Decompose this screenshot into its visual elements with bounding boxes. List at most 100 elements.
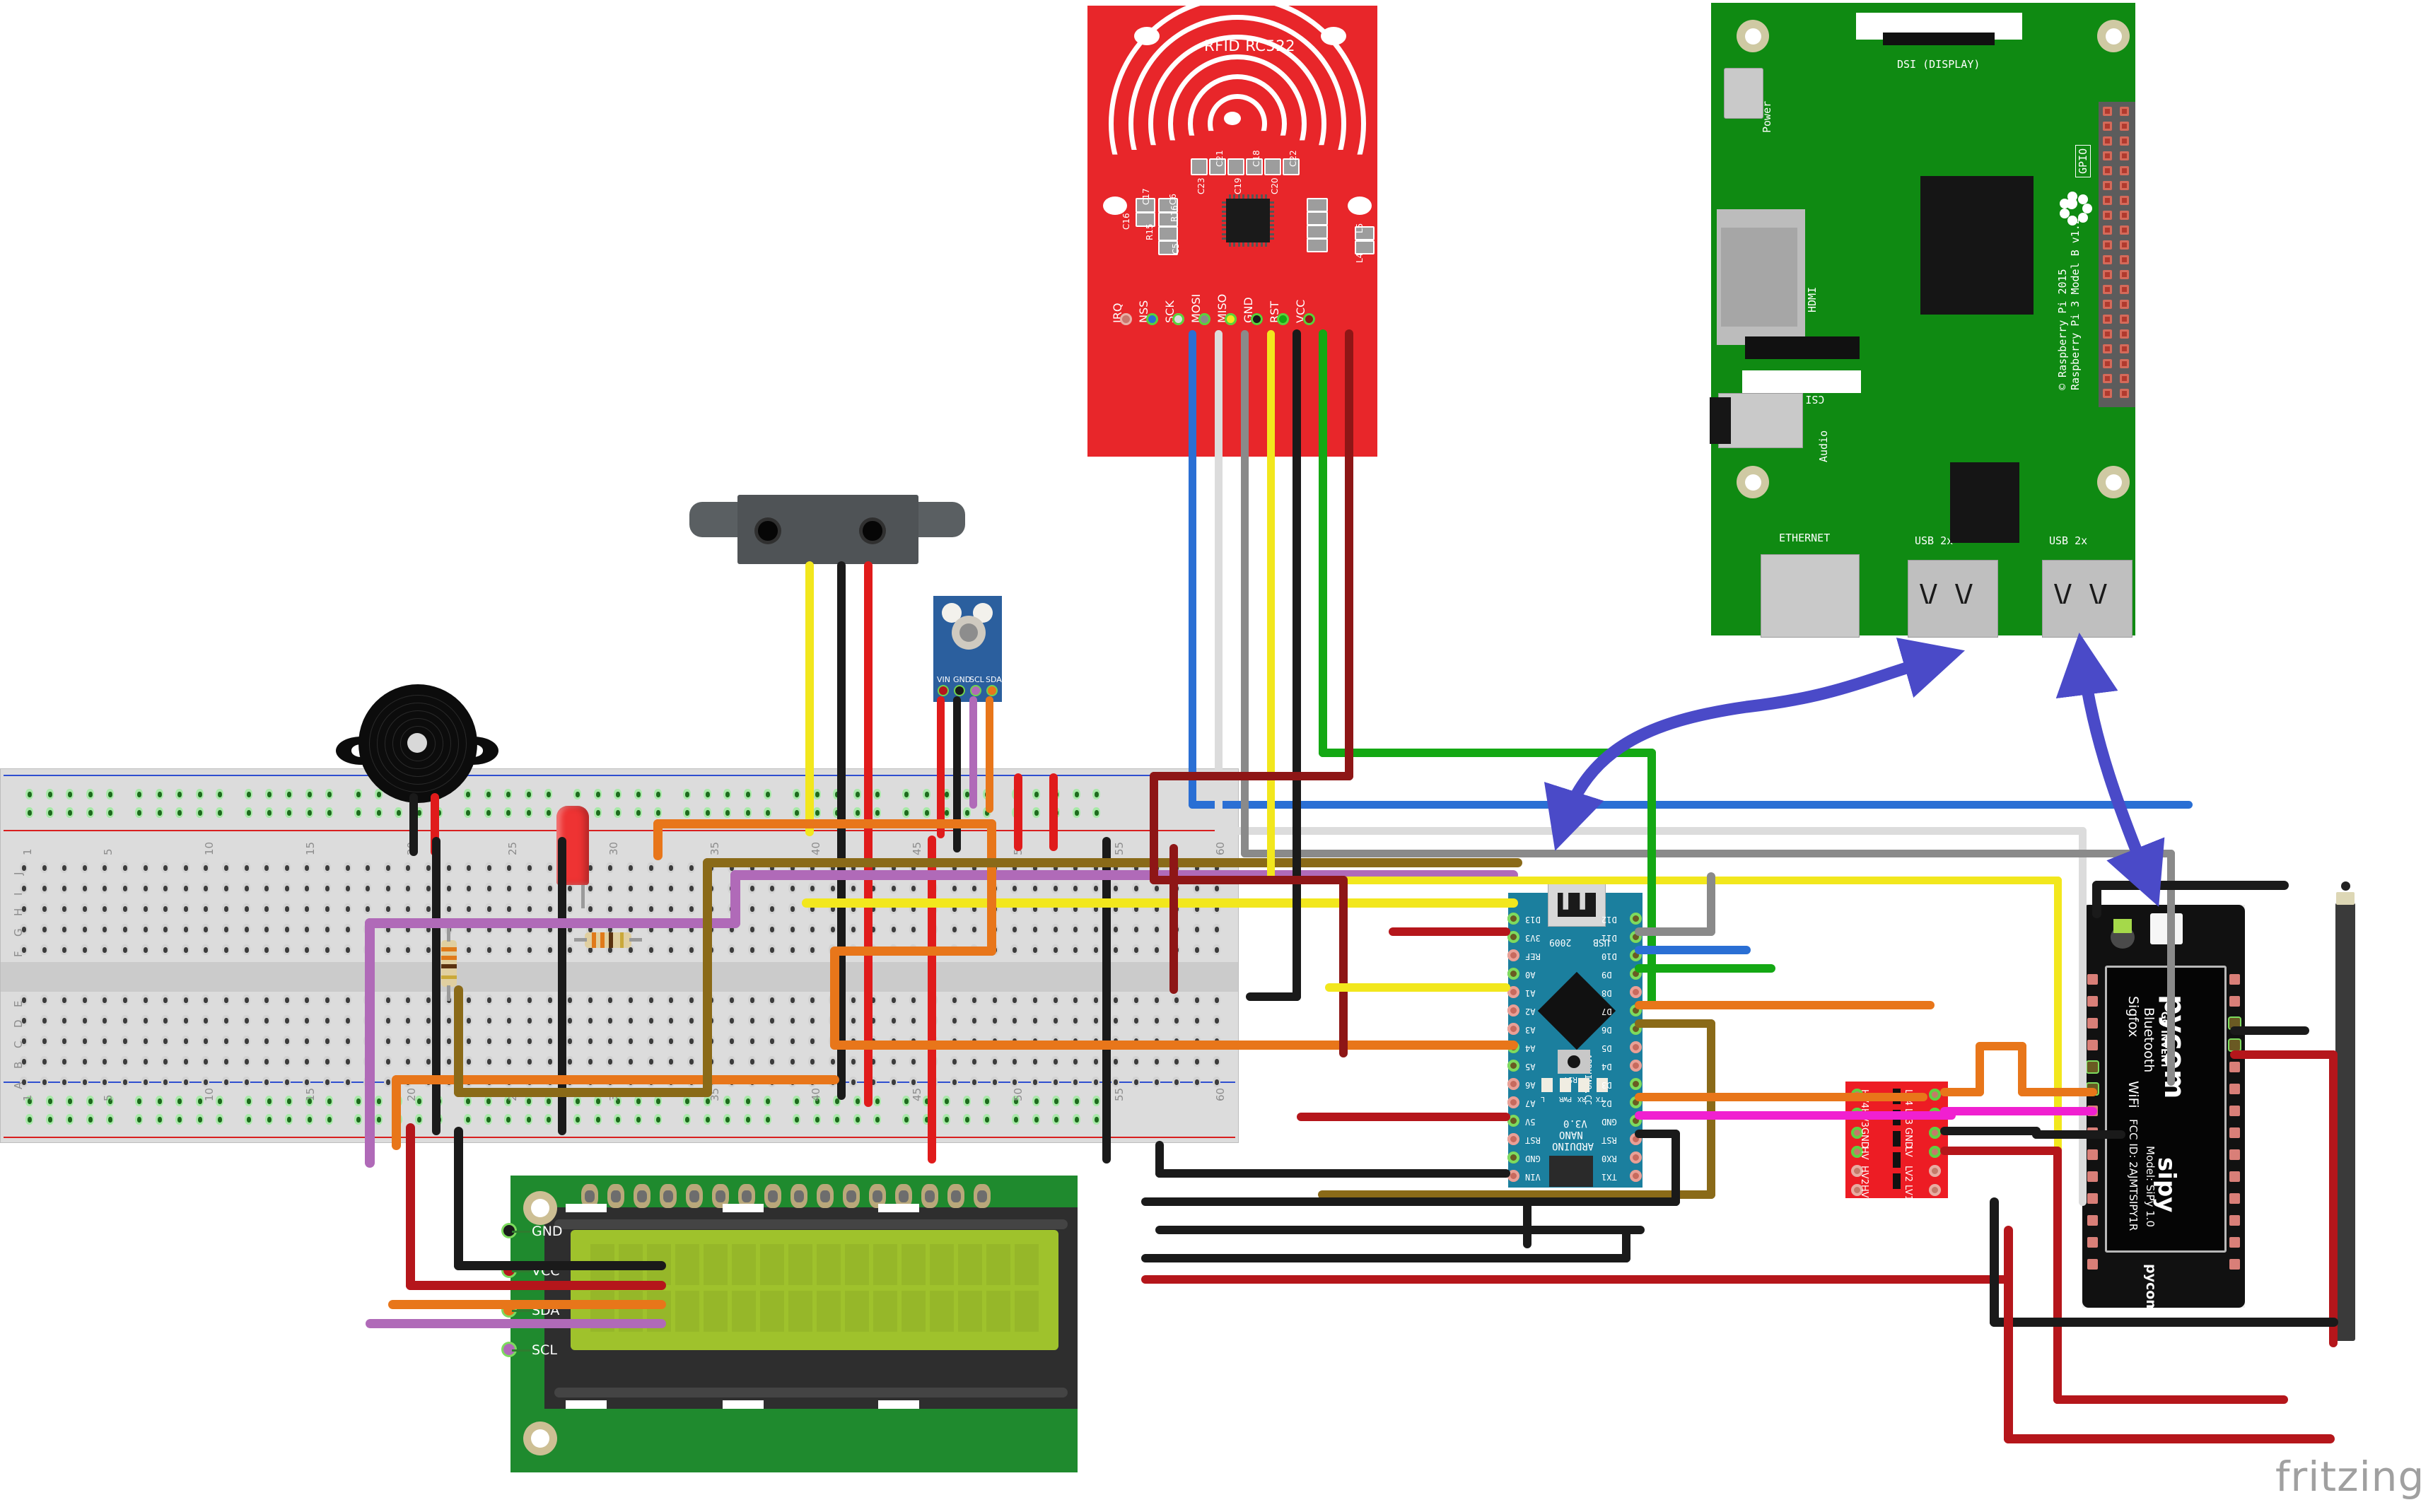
rail-hole[interactable] bbox=[25, 1096, 33, 1106]
breadboard-hole[interactable] bbox=[808, 1036, 817, 1046]
breadboard-hole[interactable] bbox=[606, 1015, 614, 1026]
lcd-header-pin[interactable] bbox=[974, 1184, 991, 1208]
breadboard-hole[interactable] bbox=[545, 862, 554, 873]
lcd-header-pin[interactable] bbox=[686, 1184, 703, 1208]
breadboard-hole[interactable] bbox=[667, 1015, 675, 1026]
breadboard-hole[interactable] bbox=[728, 1036, 735, 1046]
rail-hole[interactable] bbox=[354, 1096, 362, 1106]
rail-hole[interactable] bbox=[175, 1114, 184, 1125]
breadboard-hole[interactable] bbox=[141, 1036, 149, 1046]
breadboard-hole[interactable] bbox=[323, 1015, 331, 1026]
breadboard-hole[interactable] bbox=[323, 1036, 331, 1046]
breadboard-hole[interactable] bbox=[282, 1077, 291, 1087]
breadboard-hole[interactable] bbox=[424, 1015, 432, 1026]
rail-hole[interactable] bbox=[135, 1114, 143, 1125]
breadboard-hole[interactable] bbox=[626, 995, 634, 1005]
breadboard-hole[interactable] bbox=[242, 903, 250, 914]
sipy-pin-right[interactable] bbox=[2229, 1040, 2240, 1050]
breadboard-hole[interactable] bbox=[747, 924, 756, 934]
rail-hole[interactable] bbox=[155, 789, 163, 799]
lcd-header-pin[interactable] bbox=[764, 1184, 781, 1208]
nano-pin-A5[interactable] bbox=[1507, 1060, 1519, 1072]
breadboard-hole[interactable] bbox=[404, 924, 412, 934]
breadboard-hole[interactable] bbox=[950, 883, 958, 893]
breadboard-hole[interactable] bbox=[687, 903, 695, 914]
breadboard-hole[interactable] bbox=[424, 995, 432, 1005]
breadboard-hole[interactable] bbox=[525, 995, 533, 1005]
breadboard-hole[interactable] bbox=[808, 995, 817, 1005]
breadboard-hole[interactable] bbox=[525, 1056, 533, 1067]
rail-hole[interactable] bbox=[464, 1096, 472, 1106]
breadboard-hole[interactable] bbox=[667, 1056, 675, 1067]
breadboard-hole[interactable] bbox=[80, 944, 88, 955]
breadboard-hole[interactable] bbox=[484, 903, 493, 914]
sipy-pin-right[interactable] bbox=[2229, 974, 2240, 985]
breadboard-hole[interactable] bbox=[1132, 903, 1140, 914]
rail-hole[interactable] bbox=[395, 807, 403, 818]
breadboard-hole[interactable] bbox=[242, 995, 250, 1005]
rail-hole[interactable] bbox=[216, 789, 224, 799]
rail-hole[interactable] bbox=[106, 1114, 115, 1125]
breadboard-hole[interactable] bbox=[1031, 995, 1039, 1005]
breadboard-hole[interactable] bbox=[1051, 1077, 1059, 1087]
breadboard-hole[interactable] bbox=[545, 995, 554, 1005]
nano-pin-RST[interactable] bbox=[1507, 1133, 1519, 1145]
breadboard-hole[interactable] bbox=[181, 944, 189, 955]
rail-hole[interactable] bbox=[544, 789, 553, 799]
breadboard-hole[interactable] bbox=[141, 903, 149, 914]
rail-hole[interactable] bbox=[723, 807, 732, 818]
rail-hole[interactable] bbox=[1012, 1114, 1020, 1125]
rail-hole[interactable] bbox=[683, 789, 691, 799]
breadboard-hole[interactable] bbox=[626, 862, 634, 873]
rail-hole[interactable] bbox=[873, 1096, 882, 1106]
nano-pin-A0[interactable] bbox=[1507, 968, 1519, 980]
breadboard-hole[interactable] bbox=[404, 944, 412, 955]
breadboard-hole[interactable] bbox=[869, 995, 877, 1005]
sipy-pin-left[interactable] bbox=[2087, 1193, 2098, 1204]
lvl-pin-LV4[interactable] bbox=[1929, 1089, 1941, 1101]
rail-hole[interactable] bbox=[873, 1114, 882, 1125]
rail-hole[interactable] bbox=[902, 1114, 910, 1125]
breadboard-hole[interactable] bbox=[505, 1036, 513, 1046]
breadboard-hole[interactable] bbox=[40, 1015, 48, 1026]
sipy-pin-right[interactable] bbox=[2229, 1084, 2240, 1094]
breadboard-hole[interactable] bbox=[60, 995, 69, 1005]
breadboard-hole[interactable] bbox=[788, 1015, 796, 1026]
breadboard-hole[interactable] bbox=[262, 903, 271, 914]
breadboard-hole[interactable] bbox=[889, 1015, 897, 1026]
breadboard-hole[interactable] bbox=[343, 862, 351, 873]
breadboard-hole[interactable] bbox=[545, 1056, 554, 1067]
breadboard-hole[interactable] bbox=[383, 944, 392, 955]
breadboard-hole[interactable] bbox=[667, 995, 675, 1005]
rail-hole[interactable] bbox=[245, 1114, 252, 1125]
breadboard-hole[interactable] bbox=[80, 1056, 88, 1067]
breadboard-hole[interactable] bbox=[1091, 903, 1099, 914]
gpio-pin[interactable] bbox=[2120, 315, 2129, 324]
breadboard-hole[interactable] bbox=[646, 862, 655, 873]
breadboard-hole[interactable] bbox=[1213, 883, 1221, 893]
breadboard-hole[interactable] bbox=[728, 862, 735, 873]
rail-hole[interactable] bbox=[66, 807, 74, 818]
breadboard-hole[interactable] bbox=[545, 924, 554, 934]
breadboard-hole[interactable] bbox=[667, 1036, 675, 1046]
breadboard-hole[interactable] bbox=[141, 883, 149, 893]
nano-pin-D8[interactable] bbox=[1630, 986, 1642, 998]
breadboard-hole[interactable] bbox=[484, 1015, 493, 1026]
nano-pin-RX0[interactable] bbox=[1630, 1151, 1642, 1164]
gpio-pin[interactable] bbox=[2120, 270, 2129, 279]
breadboard-hole[interactable] bbox=[909, 995, 918, 1005]
rail-hole[interactable] bbox=[195, 789, 204, 799]
rail-hole[interactable] bbox=[66, 1096, 74, 1106]
nano-pin-3V3[interactable] bbox=[1507, 931, 1519, 943]
breadboard-hole[interactable] bbox=[444, 883, 453, 893]
rail-hole[interactable] bbox=[86, 1114, 94, 1125]
breadboard-hole[interactable] bbox=[768, 1015, 776, 1026]
rail-hole[interactable] bbox=[45, 789, 54, 799]
breadboard-hole[interactable] bbox=[100, 995, 109, 1005]
breadboard-hole[interactable] bbox=[646, 924, 655, 934]
breadboard-hole[interactable] bbox=[383, 862, 392, 873]
gpio-pin[interactable] bbox=[2103, 196, 2112, 205]
breadboard-hole[interactable] bbox=[80, 1077, 88, 1087]
breadboard-hole[interactable] bbox=[181, 883, 189, 893]
